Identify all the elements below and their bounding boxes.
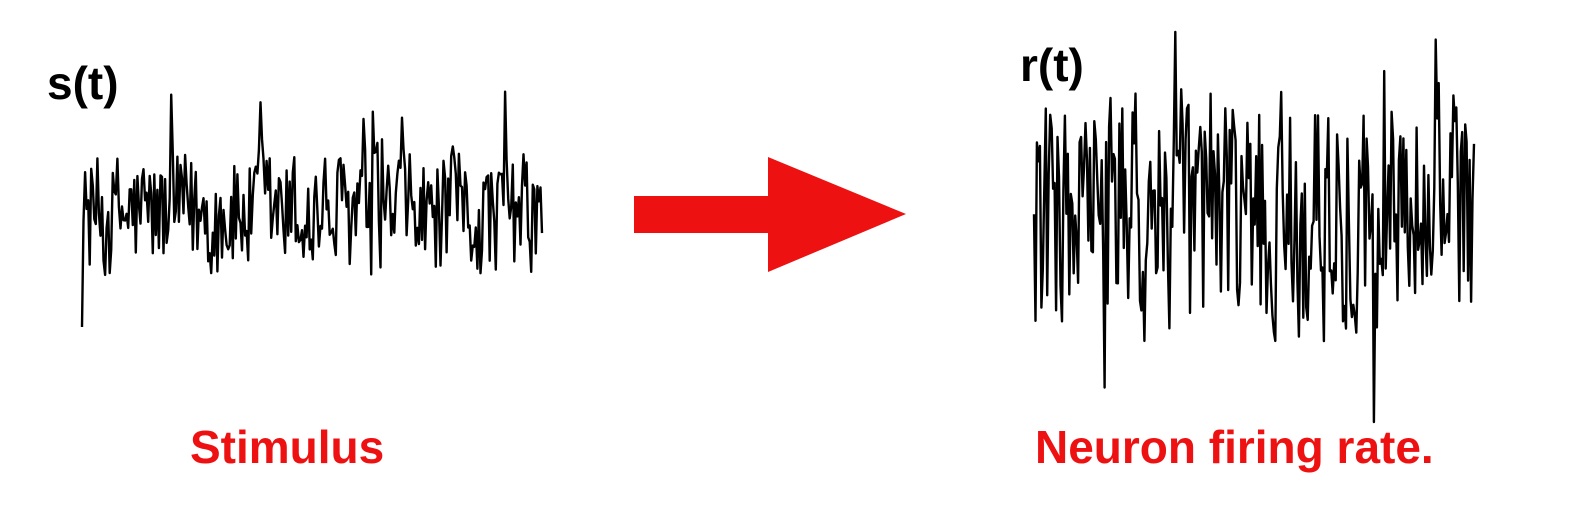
stimulus-caption: Stimulus [190, 421, 385, 473]
response-trace [1032, 30, 1476, 424]
stimulus-symbol: s(t) [47, 57, 119, 109]
response-caption: Neuron firing rate. [1035, 421, 1434, 473]
arrow-shape [634, 157, 906, 272]
stimulus-trace [80, 90, 544, 328]
response-trace-line [1032, 30, 1476, 424]
stimulus-trace-line [80, 90, 544, 328]
right-arrow-icon [634, 157, 906, 272]
response-symbol: r(t) [1020, 39, 1084, 91]
